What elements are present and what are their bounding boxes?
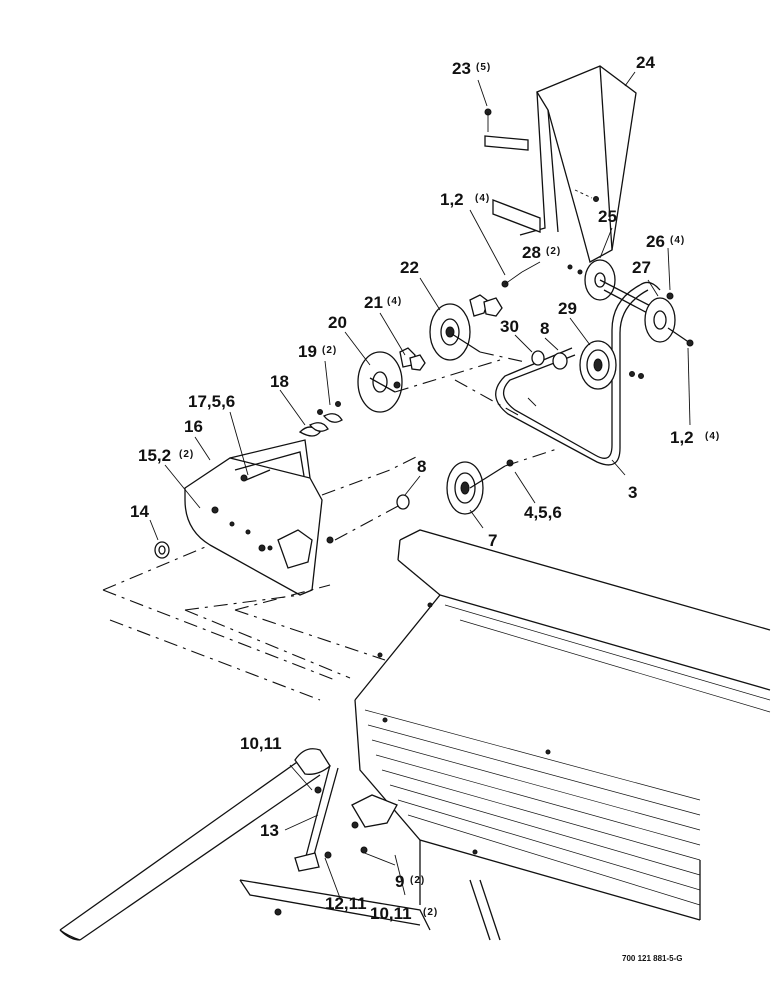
alignment-lines — [102, 351, 561, 701]
sheave-part-22 — [429, 271, 523, 361]
callout-19: 19 — [298, 342, 317, 361]
callout-23-qty: (5) — [476, 62, 491, 73]
washer-part-14 — [154, 541, 170, 559]
callout-10-11-upper: 10,11 — [240, 734, 282, 753]
callout-1-2-lower: 1,2 — [670, 428, 694, 447]
callout-23: 23 — [452, 59, 471, 78]
callout-28-qty: (2) — [546, 246, 561, 257]
bearing-flanges-18-19 — [298, 401, 343, 437]
callout-10-11-lower: 10,11 — [370, 904, 412, 923]
callout-1-2-upper: 1,2 — [440, 190, 464, 209]
callout-19-qty: (2) — [322, 345, 337, 356]
v-belt-3 — [495, 281, 661, 466]
callout-22: 22 — [400, 258, 419, 277]
leader-lines — [149, 71, 691, 899]
callout-27: 27 — [632, 258, 651, 277]
callout-8-lower: 8 — [417, 457, 426, 476]
callout-17-5-6: 17,5,6 — [188, 392, 235, 411]
callout-1-2-upper-qty: (4) — [475, 193, 490, 204]
callout-25: 25 — [598, 207, 617, 226]
callout-14: 14 — [130, 502, 149, 521]
callout-13: 13 — [260, 821, 279, 840]
callout-15-2: 15,2 — [138, 446, 171, 465]
figure-part-number: 700 121 881-5-G — [622, 954, 683, 963]
callout-4-5-6: 4,5,6 — [524, 503, 562, 522]
callout-9-qty: (2) — [410, 875, 425, 886]
support-tube-and-brace-13 — [59, 748, 398, 941]
callout-28: 28 — [522, 243, 541, 262]
callout-21-qty: (4) — [387, 296, 402, 307]
sheave-part-20 — [357, 347, 426, 413]
callout-18: 18 — [270, 372, 289, 391]
callout-8-upper: 8 — [540, 319, 549, 338]
shield-part-24 — [484, 65, 637, 263]
pulley-part-29 — [531, 340, 644, 390]
callout-1-2-lower-qty: (4) — [705, 431, 720, 442]
callout-29: 29 — [558, 299, 577, 318]
callout-21: 21 — [364, 293, 383, 312]
callout-26-qty: (4) — [670, 235, 685, 246]
callout-7: 7 — [488, 531, 497, 550]
callout-15-2-qty: (2) — [179, 449, 194, 460]
callout-10-11-lower-qty: (2) — [423, 907, 438, 918]
callout-3: 3 — [628, 483, 637, 502]
pulley-part-7 — [396, 459, 514, 515]
callout-12-11: 12,11 — [325, 894, 367, 913]
callout-labels: 23 (5) 24 1,2 (4) 28 (2) 25 26 (4) 27 22… — [130, 53, 720, 963]
callout-16: 16 — [184, 417, 203, 436]
gearbox-housing-part-16 — [184, 439, 334, 596]
callout-20: 20 — [328, 313, 347, 332]
callout-24: 24 — [636, 53, 655, 72]
callout-9: 9 — [395, 872, 404, 891]
callout-30: 30 — [500, 317, 519, 336]
header-frame — [239, 529, 771, 941]
idler-pulley-assembly-25-27 — [567, 259, 694, 347]
callout-26: 26 — [646, 232, 665, 251]
